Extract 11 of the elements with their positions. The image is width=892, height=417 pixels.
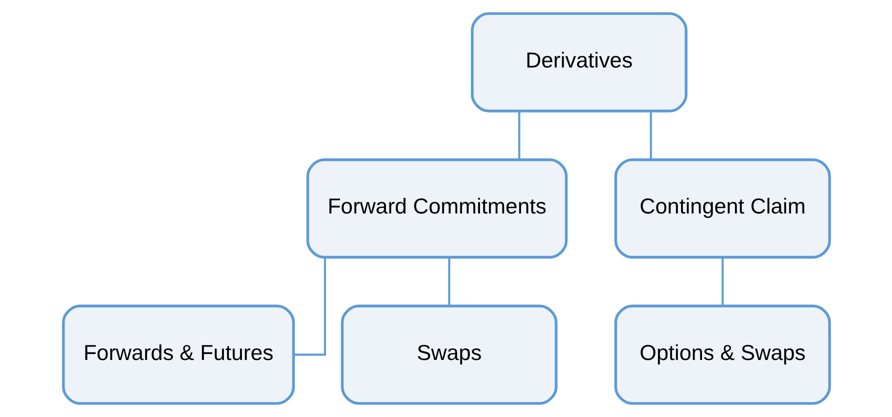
- connector: [448, 258, 450, 306]
- node-box: Options & Swaps: [614, 304, 830, 405]
- node-box: Forward Commitments: [306, 158, 568, 259]
- node-box: Derivatives: [470, 12, 687, 112]
- connector: [649, 111, 652, 160]
- connector: [721, 258, 724, 306]
- connector: [293, 258, 326, 356]
- node-box: Forwards & Futures: [62, 304, 294, 405]
- node-box: Contingent Claim: [614, 158, 830, 259]
- connector: [518, 111, 520, 160]
- node-box: Swaps: [340, 304, 557, 405]
